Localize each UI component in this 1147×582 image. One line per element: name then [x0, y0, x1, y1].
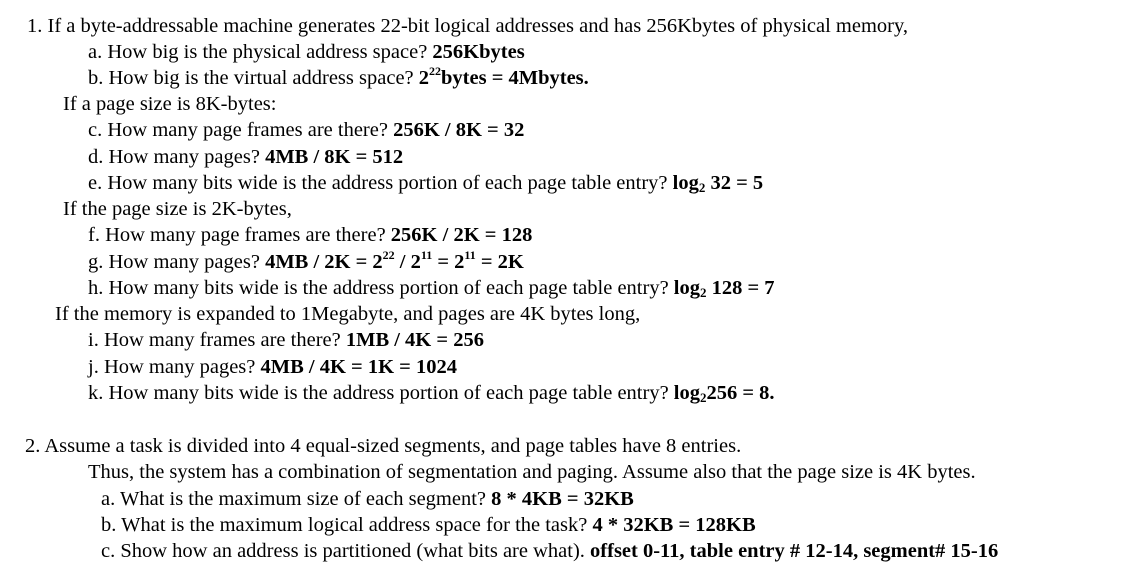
- question-2a: a. What is the maximum size of each segm…: [101, 488, 634, 510]
- answer-1k: log2256 = 8.: [673, 382, 775, 405]
- question-1b: b. How big is the virtual address space?…: [88, 64, 589, 89]
- problem-1-intro: 1. If a byte-addressable machine generat…: [27, 15, 909, 37]
- answer-1c: 256K / 8K = 32: [393, 119, 525, 141]
- question-1f: f. How many page frames are there? 256K …: [88, 224, 533, 246]
- question-1h: h. How many bits wide is the address por…: [88, 277, 775, 300]
- question-1k: k. How many bits wide is the address por…: [88, 382, 775, 405]
- problem-2-intro-continued: Thus, the system has a combination of se…: [88, 461, 976, 483]
- question-1g: g. How many pages? 4MB / 2K = 222 / 211 …: [88, 248, 524, 273]
- answer-2a: 8 * 4KB = 32KB: [491, 488, 634, 510]
- question-1d: d. How many pages? 4MB / 8K = 512: [88, 146, 404, 168]
- answer-2c: offset 0-11, table entry # 12-14, segmen…: [590, 540, 999, 562]
- question-2c: c. Show how an address is partitioned (w…: [101, 540, 999, 562]
- question-1e: e. How many bits wide is the address por…: [88, 172, 764, 195]
- answer-1g: 4MB / 2K = 222 / 211 = 211 = 2K: [265, 248, 524, 273]
- answer-1e: log2 32 = 5: [672, 172, 764, 195]
- problem-2-intro: 2. Assume a task is divided into 4 equal…: [25, 435, 742, 457]
- question-1c: c. How many page frames are there? 256K …: [88, 119, 525, 141]
- question-1j: j. How many pages? 4MB / 4K = 1K = 1024: [88, 356, 457, 378]
- answer-1i: 1MB / 4K = 256: [345, 329, 484, 351]
- answer-1a: 256Kbytes: [432, 41, 525, 63]
- answer-1h: log2 128 = 7: [673, 277, 775, 300]
- answer-1b: 222bytes = 4Mbytes.: [418, 64, 589, 89]
- condition-8k-page: If a page size is 8K-bytes:: [63, 93, 277, 115]
- question-2b: b. What is the maximum logical address s…: [101, 514, 756, 536]
- answer-1f: 256K / 2K = 128: [390, 224, 533, 246]
- question-1i: i. How many frames are there? 1MB / 4K =…: [88, 329, 484, 351]
- condition-1mb-memory: If the memory is expanded to 1Megabyte, …: [55, 303, 641, 325]
- answer-2b: 4 * 32KB = 128KB: [592, 514, 756, 536]
- condition-2k-page: If the page size is 2K-bytes,: [63, 198, 292, 220]
- answer-1d: 4MB / 8K = 512: [265, 146, 404, 168]
- question-1a: a. How big is the physical address space…: [88, 41, 525, 63]
- answer-1j: 4MB / 4K = 1K = 1024: [260, 356, 457, 378]
